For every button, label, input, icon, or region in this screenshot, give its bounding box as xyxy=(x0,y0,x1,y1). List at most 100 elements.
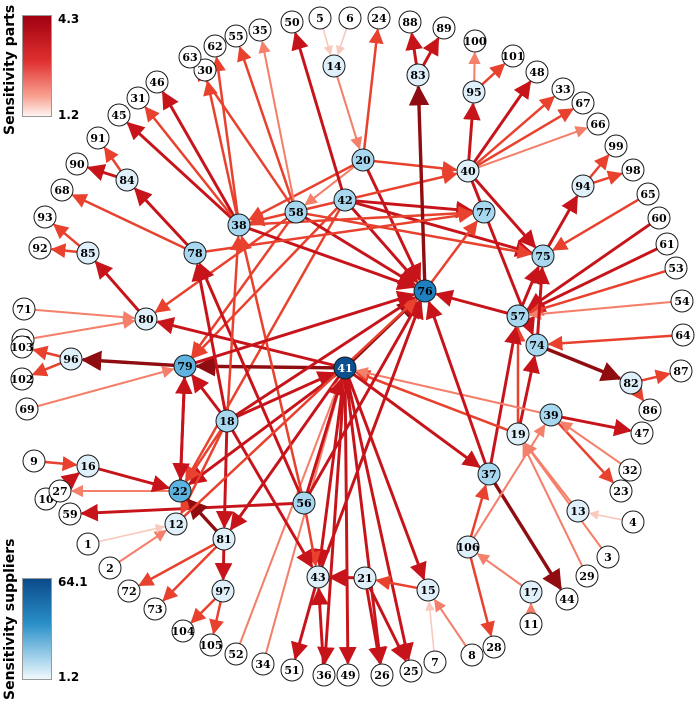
edge-83-to-89 xyxy=(422,36,440,67)
node-100: 100 xyxy=(463,29,487,53)
edge-78-to-84 xyxy=(133,187,189,246)
node-circle-86 xyxy=(638,398,662,422)
node-11: 11 xyxy=(519,612,543,636)
node-66: 66 xyxy=(586,112,610,136)
node-3: 3 xyxy=(596,545,620,569)
node-circle-49 xyxy=(336,663,360,687)
edge-60-to-57 xyxy=(526,223,651,311)
node-circle-105 xyxy=(199,633,223,657)
edge-53-to-57 xyxy=(528,270,666,316)
edge-18-to-43 xyxy=(231,429,314,569)
node-circle-3 xyxy=(596,545,620,569)
node-17: 17 xyxy=(519,580,543,604)
node-59: 59 xyxy=(58,502,82,526)
legend-suppliers-min: 1.2 xyxy=(58,670,80,684)
node-103: 103 xyxy=(10,335,34,359)
edge-19-to-41 xyxy=(354,370,509,432)
node-circle-68 xyxy=(50,178,74,202)
node-13: 13 xyxy=(566,499,590,523)
node-62: 62 xyxy=(203,34,227,58)
node-circle-45 xyxy=(107,103,131,127)
node-circle-64 xyxy=(671,323,695,347)
node-circle-52 xyxy=(224,642,248,666)
node-51: 51 xyxy=(280,658,304,682)
node-7: 7 xyxy=(423,650,447,674)
edge-43-to-76 xyxy=(320,300,424,568)
edge-18-to-81 xyxy=(215,431,234,529)
node-circle-103 xyxy=(10,335,34,359)
node-4: 4 xyxy=(621,510,645,534)
node-41: 41 xyxy=(333,356,357,380)
node-27: 27 xyxy=(48,479,72,503)
node-circle-30 xyxy=(193,58,217,82)
node-circle-25 xyxy=(399,659,423,683)
edge-29-to-19 xyxy=(522,443,584,567)
edge-20-to-24 xyxy=(362,28,384,150)
edge-57-to-76 xyxy=(434,289,508,315)
node-52: 52 xyxy=(224,642,248,666)
node-circle-11 xyxy=(519,612,543,636)
node-19: 19 xyxy=(506,422,530,446)
node-circle-72 xyxy=(117,579,141,603)
edge-56-to-78 xyxy=(198,262,301,494)
edge-83-to-88 xyxy=(405,32,423,65)
edge-95-to-101 xyxy=(481,63,506,86)
node-84: 84 xyxy=(115,168,139,192)
node-72: 72 xyxy=(117,579,141,603)
node-circle-31 xyxy=(126,86,150,110)
node-circle-59 xyxy=(58,502,82,526)
node-circle-27 xyxy=(48,479,72,503)
node-circle-50 xyxy=(280,10,304,34)
edge-1-to-12 xyxy=(98,523,166,543)
node-circle-74 xyxy=(525,333,549,357)
edge-56-to-76 xyxy=(308,299,421,495)
node-56: 56 xyxy=(292,491,316,515)
edge-74-to-82 xyxy=(546,347,622,382)
edge-40-to-66 xyxy=(477,126,588,169)
node-circle-80 xyxy=(134,307,158,331)
edge-39-to-47 xyxy=(561,415,632,437)
edge-79-to-96 xyxy=(80,350,175,372)
node-50: 50 xyxy=(280,10,304,34)
legend-parts-min: 1.2 xyxy=(58,108,80,122)
node-15: 15 xyxy=(416,578,440,602)
node-circle-36 xyxy=(312,663,336,687)
node-36: 36 xyxy=(312,663,336,687)
node-22: 22 xyxy=(168,479,192,503)
node-circle-13 xyxy=(566,499,590,523)
edge-8-to-15 xyxy=(433,598,467,647)
node-61: 61 xyxy=(655,232,679,256)
edge-82-to-87 xyxy=(641,369,671,385)
node-2: 2 xyxy=(98,556,122,580)
edge-64-to-74 xyxy=(547,334,673,351)
node-circle-99 xyxy=(604,134,628,158)
node-circle-17 xyxy=(519,580,543,604)
node-69: 69 xyxy=(15,397,39,421)
node-68: 68 xyxy=(50,178,74,202)
node-circle-87 xyxy=(669,359,693,383)
edge-79-to-76 xyxy=(195,290,416,365)
edge-65-to-75 xyxy=(552,198,640,251)
node-circle-91 xyxy=(86,126,110,150)
node-circle-89 xyxy=(432,16,456,40)
node-circle-22 xyxy=(168,479,192,503)
node-86: 86 xyxy=(638,398,662,422)
legend-parts-colorbar xyxy=(22,15,52,117)
edge-54-to-57 xyxy=(528,300,672,321)
node-circle-58 xyxy=(284,200,308,224)
edge-81-to-73 xyxy=(162,545,218,602)
node-circle-81 xyxy=(212,527,236,551)
edge-41-to-37 xyxy=(352,373,481,469)
node-circle-19 xyxy=(506,422,530,446)
node-43: 43 xyxy=(306,565,330,589)
node-circle-67 xyxy=(571,91,595,115)
edge-38-to-77 xyxy=(249,205,474,226)
node-circle-78 xyxy=(183,241,207,265)
node-87: 87 xyxy=(669,359,693,383)
node-circle-34 xyxy=(251,652,275,676)
edge-81-to-97 xyxy=(214,549,233,581)
node-circle-65 xyxy=(636,182,660,206)
edge-20-to-40 xyxy=(373,159,458,176)
node-54: 54 xyxy=(670,289,694,313)
